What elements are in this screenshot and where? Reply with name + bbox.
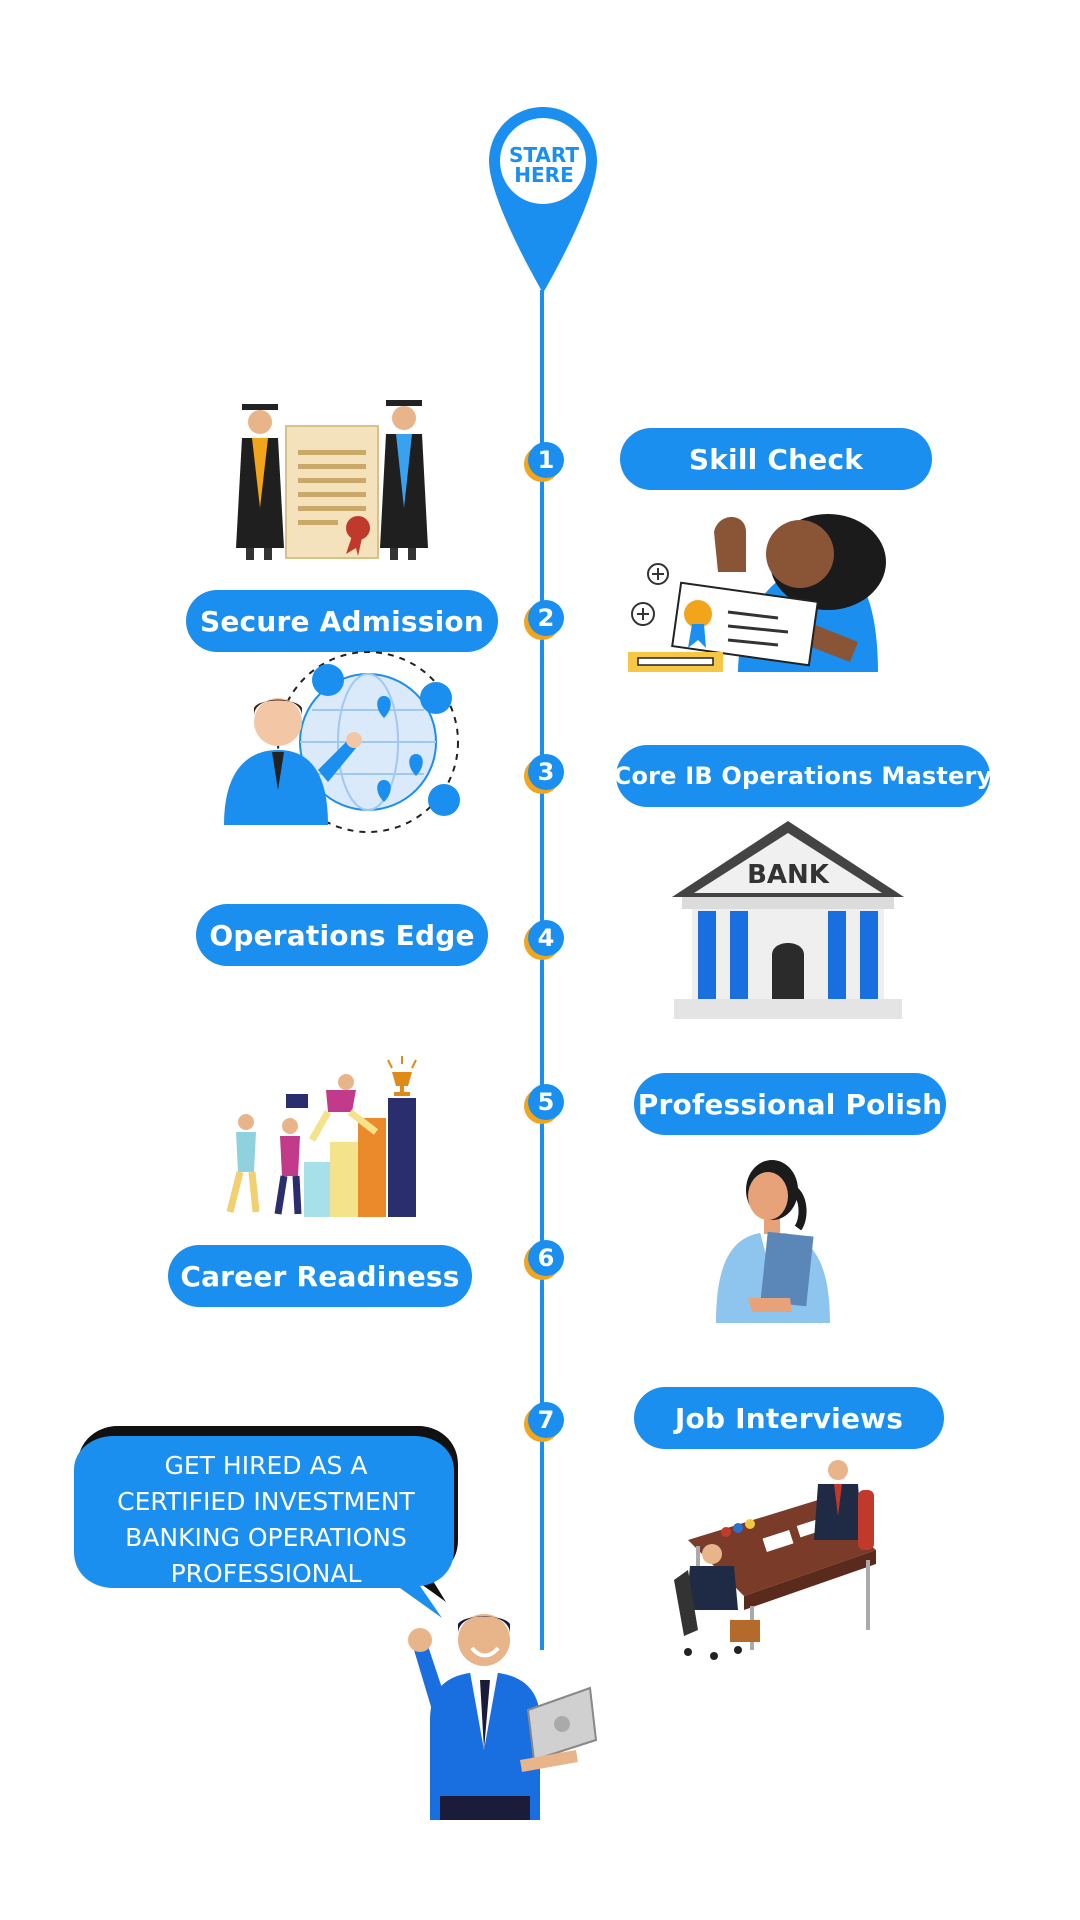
step-number-4: 4	[528, 920, 564, 956]
step-label-career-readiness: Career Readiness	[168, 1245, 472, 1307]
hired-professional-illustration	[408, 1614, 598, 1820]
timeline-line	[540, 290, 544, 1650]
start-here-pin-icon	[489, 107, 597, 293]
step-label-core-ib-operations-mastery: Core IB Operations Mastery	[614, 745, 992, 807]
start-here-label: START HERE	[508, 143, 580, 187]
job-interview-desk-illustration	[674, 1460, 876, 1660]
graduates-certificate-illustration	[236, 400, 428, 560]
step-label-operations-edge: Operations Edge	[196, 904, 488, 966]
skill-check-woman-illustration	[628, 514, 886, 672]
goal-speech-bubble	[74, 1426, 458, 1618]
step-number-1: 1	[528, 442, 564, 478]
goal-text: GET HIRED AS A CERTIFIED INVESTMENT BANK…	[117, 1451, 415, 1588]
step-label-skill-check: Skill Check	[620, 428, 932, 490]
step-number-5: 5	[528, 1084, 564, 1120]
bank-sign-text: BANK	[747, 860, 830, 890]
step-number-6: 6	[528, 1240, 564, 1276]
step-label-professional-polish: Professional Polish	[634, 1073, 946, 1135]
bank-building-illustration: BANK	[672, 821, 904, 1019]
step-label-job-interviews: Job Interviews	[634, 1387, 944, 1449]
step-label-secure-admission: Secure Admission	[186, 590, 498, 652]
admission-globe-illustration	[224, 651, 460, 833]
career-growth-team-illustration	[226, 1056, 417, 1217]
step-number-2: 2	[528, 600, 564, 636]
step-number-7: 7	[528, 1402, 564, 1438]
professional-woman-illustration	[716, 1160, 830, 1323]
step-number-3: 3	[528, 754, 564, 790]
